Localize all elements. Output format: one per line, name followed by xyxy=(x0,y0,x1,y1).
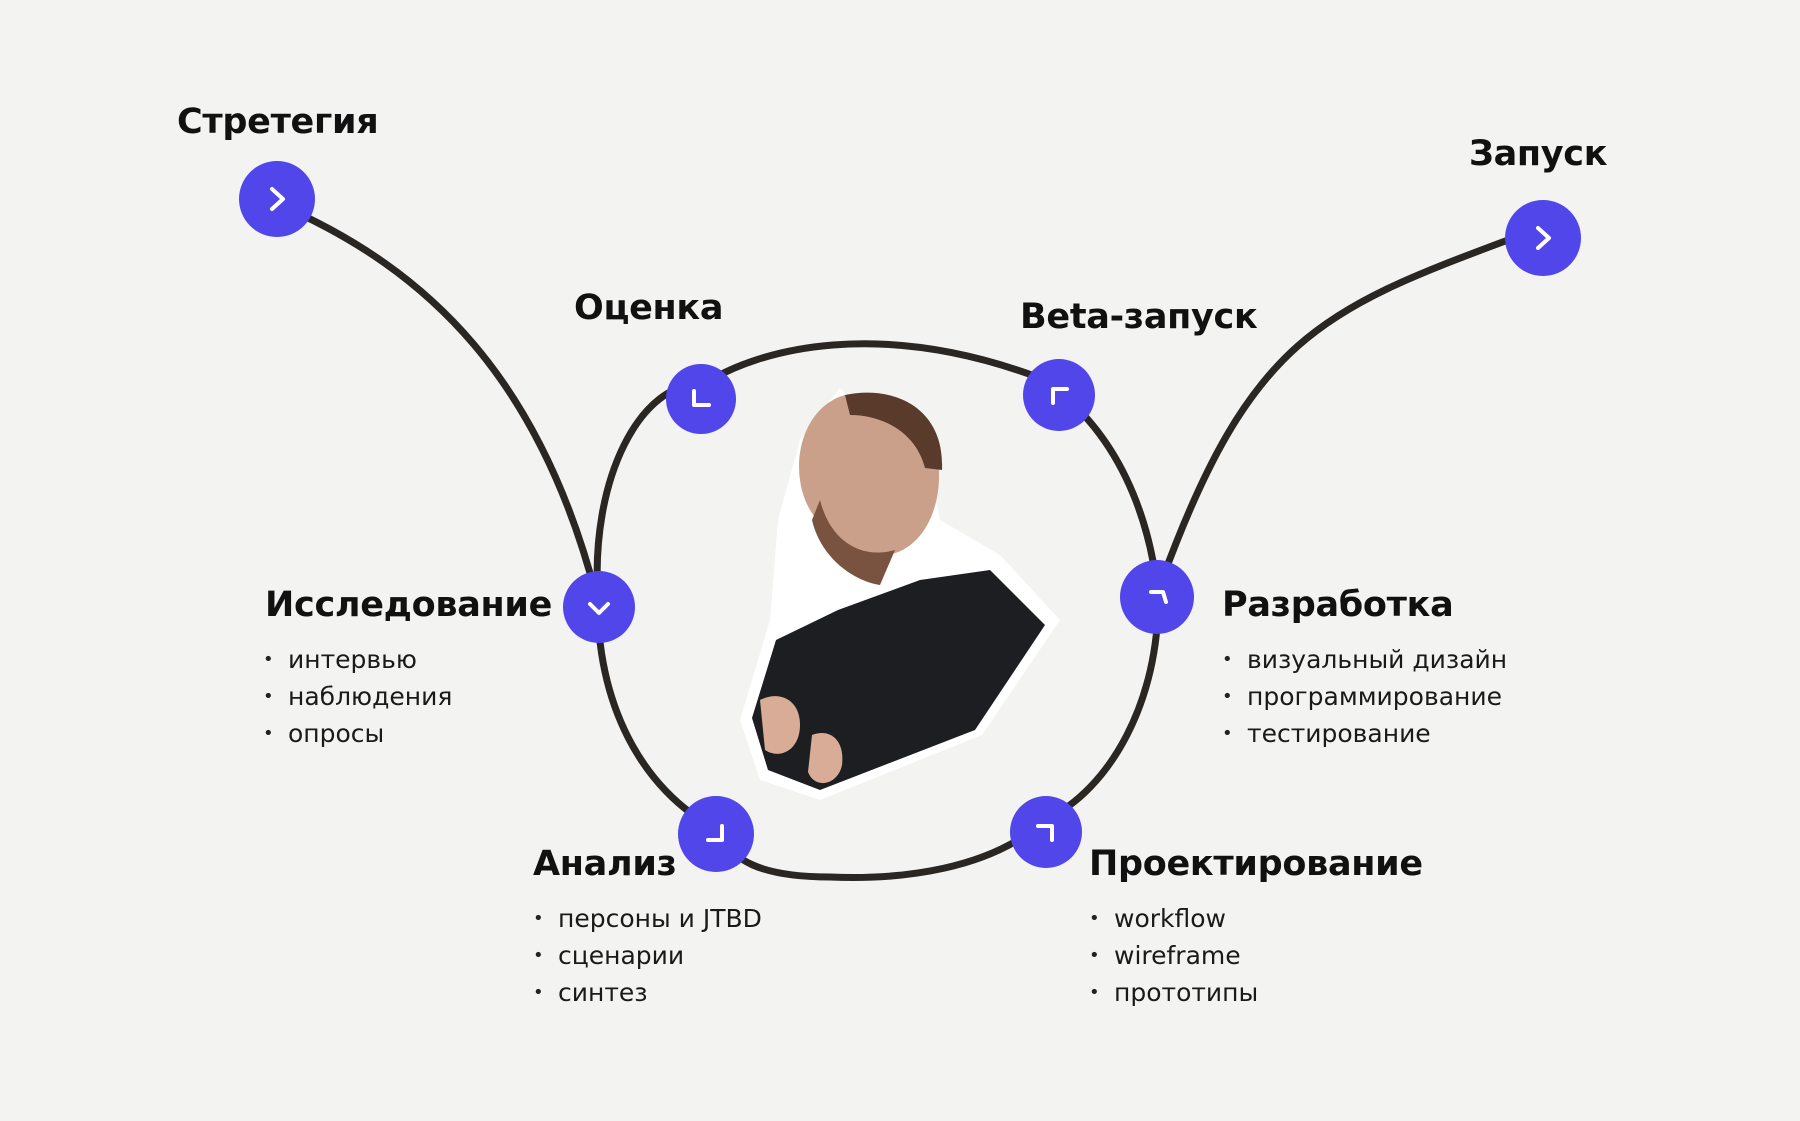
stage-title-beta: Beta-запуск xyxy=(1020,297,1258,337)
list-item: прототипы xyxy=(1089,974,1258,1011)
corner-arrow-icon xyxy=(1051,387,1069,405)
stage-title-analysis: Анализ xyxy=(533,844,677,884)
corner-arrow-icon xyxy=(706,824,724,842)
corner-arrow-icon xyxy=(692,389,711,407)
stage-title-strategy: Стретегия xyxy=(177,102,379,142)
stage-node-development[interactable] xyxy=(1120,560,1194,634)
list-item: персоны и JTBD xyxy=(533,900,762,937)
stage-list-development: визуальный дизайн программирование тести… xyxy=(1222,641,1507,752)
stage-node-analysis[interactable] xyxy=(678,796,754,872)
stage-title-research: Исследование xyxy=(265,585,553,625)
stage-node-beta[interactable] xyxy=(1023,359,1095,431)
chevron-right-icon xyxy=(270,187,285,211)
stage-list-design: workflow wireframe прототипы xyxy=(1089,900,1258,1011)
stage-title-development: Разработка xyxy=(1222,585,1454,625)
list-item: wireframe xyxy=(1089,937,1258,974)
stage-node-evaluation[interactable] xyxy=(666,364,736,434)
list-item: workflow xyxy=(1089,900,1258,937)
stage-title-evaluation: Оценка xyxy=(574,288,724,328)
list-item: тестирование xyxy=(1222,715,1507,752)
stage-node-research[interactable] xyxy=(563,571,635,643)
stage-list-research: интервью наблюдения опросы xyxy=(263,641,452,752)
stage-list-analysis: персоны и JTBD сценарии синтез xyxy=(533,900,762,1011)
corner-arrow-icon xyxy=(1036,824,1054,842)
list-item: визуальный дизайн xyxy=(1222,641,1507,678)
list-item: опросы xyxy=(263,715,452,752)
corner-arrow-icon xyxy=(1149,590,1168,604)
person-photo xyxy=(740,388,1060,800)
list-item: программирование xyxy=(1222,678,1507,715)
stage-title-design: Проектирование xyxy=(1089,844,1423,884)
list-item: интервью xyxy=(263,641,452,678)
list-item: наблюдения xyxy=(263,678,452,715)
list-item: сценарии xyxy=(533,937,762,974)
stage-node-launch[interactable] xyxy=(1505,200,1581,276)
stage-node-design[interactable] xyxy=(1010,796,1082,868)
stage-title-launch: Запуск xyxy=(1469,134,1608,174)
chevron-right-icon xyxy=(1536,226,1551,250)
stage-node-strategy[interactable] xyxy=(239,161,315,237)
chevron-down-icon xyxy=(588,602,610,615)
list-item: синтез xyxy=(533,974,762,1011)
